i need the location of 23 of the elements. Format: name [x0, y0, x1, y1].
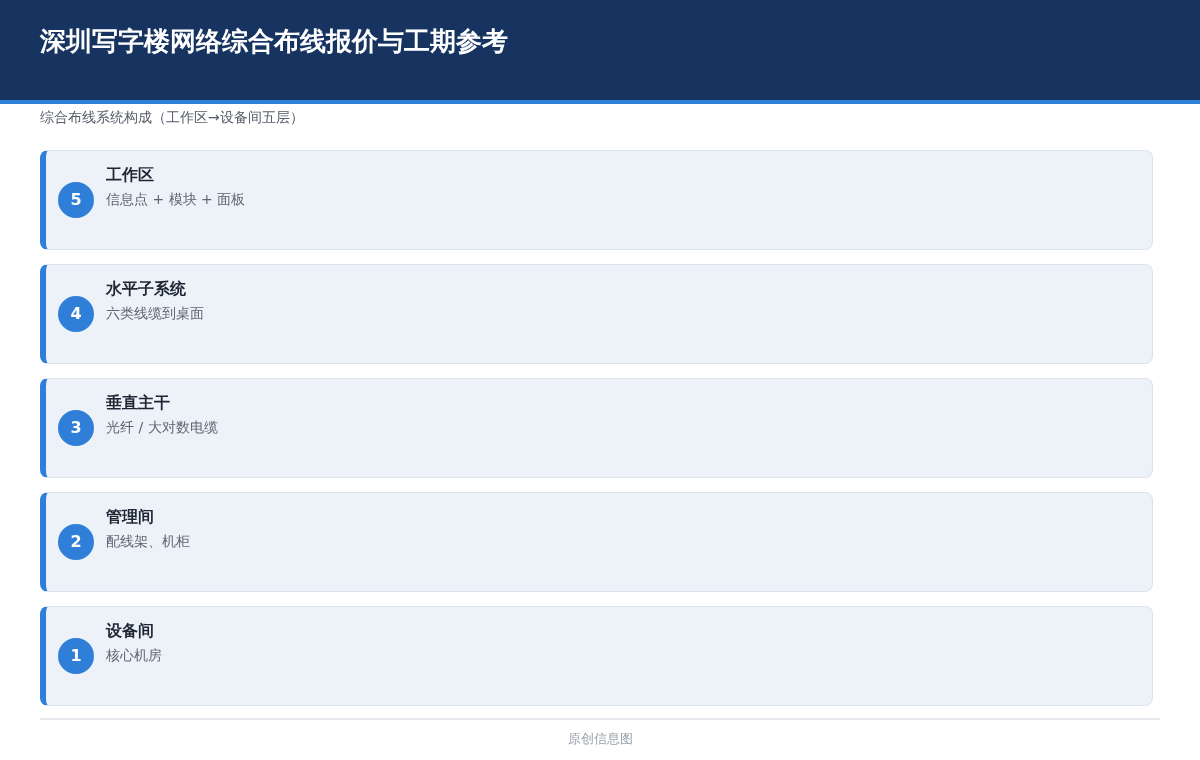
- layer-number-badge: 1: [58, 638, 94, 674]
- footer-caption: 原创信息图: [566, 730, 634, 748]
- layer-description: 配线架、机柜: [106, 532, 190, 551]
- layer-title: 垂直主干: [106, 392, 170, 414]
- layer-card: [40, 150, 1153, 250]
- page-title: 深圳写字楼网络综合布线报价与工期参考: [40, 25, 508, 58]
- layer-card: [40, 378, 1153, 478]
- layer-description: 信息点 + 模块 + 面板: [106, 190, 246, 209]
- layer-card: [40, 264, 1153, 364]
- section-subtitle: 综合布线系统构成（工作区→设备间五层）: [40, 108, 304, 127]
- layer-number-badge: 4: [58, 296, 94, 332]
- layer-description: 核心机房: [106, 646, 162, 665]
- layer-number-badge: 3: [58, 410, 94, 446]
- layer-title: 工作区: [106, 164, 154, 186]
- layer-title: 管理间: [106, 506, 154, 528]
- layer-number-badge: 2: [58, 524, 94, 560]
- layer-description: 光纤 / 大对数电缆: [106, 418, 218, 437]
- layer-card: [40, 606, 1153, 706]
- layer-card: [40, 492, 1153, 592]
- layer-title: 设备间: [106, 620, 154, 642]
- layer-number-badge: 5: [58, 182, 94, 218]
- layer-description: 六类线缆到桌面: [106, 304, 204, 323]
- layer-title: 水平子系统: [106, 278, 186, 300]
